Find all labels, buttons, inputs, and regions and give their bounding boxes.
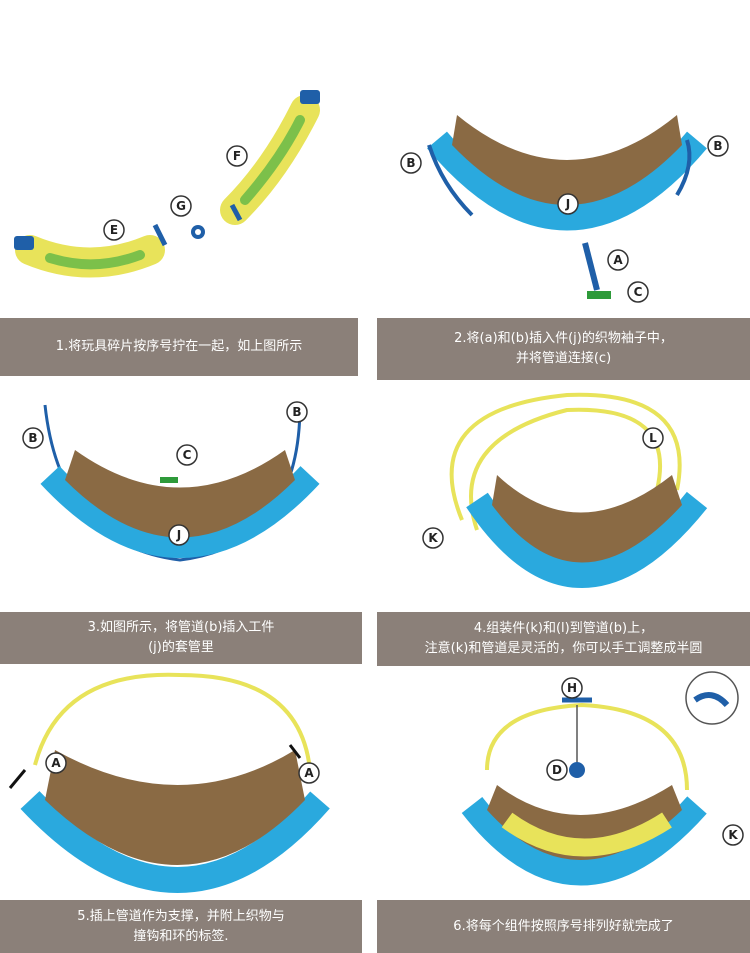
ball-d (569, 762, 585, 778)
step1-caption: 1.将玩具碎片按序号拧在一起，如上图所示 (0, 318, 358, 376)
label-k: K (428, 531, 438, 545)
fabric-j (65, 450, 295, 538)
arrow-left-icon (8, 769, 27, 789)
pipe-yellow (33, 672, 312, 771)
step4-caption-line1: 4.组装件(k)和(l)到管道(b)上， (473, 621, 654, 636)
label-b-right: B (713, 139, 722, 153)
tube-blue-sleeve (466, 491, 708, 588)
label-e: E (110, 223, 118, 237)
tube-blue-sleeve (461, 796, 707, 886)
label-j: J (176, 528, 181, 542)
label-a: A (613, 253, 623, 267)
step3-illustration: B B C J (0, 385, 360, 610)
connector-c (587, 291, 611, 299)
step6-illustration: H D K (377, 670, 750, 895)
step5-caption: 5.插上管道作为支撑，并附上织物与 撞钩和环的标签. (0, 900, 362, 953)
fabric-j (452, 115, 682, 205)
label-a-left: A (51, 756, 61, 770)
step3-caption: 3.如图所示，将管道(b)插入工件 (j)的套管里 (0, 612, 362, 664)
connector-c (160, 477, 178, 483)
step4-illustration: L K (377, 380, 750, 608)
label-b-right: B (292, 405, 301, 419)
step5-caption-line2: 撞钩和环的标签. (133, 928, 229, 944)
label-j: J (565, 197, 570, 211)
fabric-j (492, 475, 682, 563)
pipe-a (582, 242, 600, 291)
step2-caption-line2: 并将管道连接(c) (515, 351, 612, 366)
label-k: K (728, 828, 738, 842)
label-h: H (567, 681, 577, 695)
step5-illustration: A A (0, 670, 362, 895)
label-b-left: B (406, 156, 415, 170)
step2-caption-line1: 2.将(a)和(b)插入件(j)的织物袖子中， (454, 331, 673, 346)
label-c: C (183, 448, 192, 462)
step4-caption: 4.组装件(k)和(l)到管道(b)上， 注意(k)和管道是灵活的，你可以手工调… (377, 612, 750, 666)
label-f: F (233, 149, 241, 163)
tube-blue-sleeve (20, 791, 330, 893)
step6-caption: 6.将每个组件按照序号排列好就完成了 (377, 900, 750, 953)
step2-caption: 2.将(a)和(b)插入件(j)的织物袖子中， 并将管道连接(c) (377, 318, 750, 380)
step6-caption-line1: 6.将每个组件按照序号排列好就完成了 (453, 918, 674, 934)
label-a-right: A (304, 766, 314, 780)
label-d: D (552, 763, 562, 777)
label-l: L (649, 431, 657, 445)
label-c: C (634, 285, 643, 299)
step1-caption-line1: 1.将玩具碎片按序号拧在一起，如上图所示 (55, 339, 303, 354)
arrow-right-icon (288, 744, 302, 759)
step4-caption-line2: 注意(k)和管道是灵活的，你可以手工调整成半圆 (424, 641, 703, 656)
step1-illustration: E F G (0, 60, 360, 315)
step2-illustration: B B J A C (377, 95, 750, 315)
step3-caption-line1: 3.如图所示，将管道(b)插入工件 (87, 620, 275, 635)
pipe-yellow (485, 702, 689, 791)
fabric-j (45, 750, 305, 865)
tube-yellow (501, 812, 672, 857)
step5-caption-line1: 5.插上管道作为支撑，并附上织物与 (77, 908, 285, 924)
label-g: G (176, 199, 186, 213)
tube-blue-sleeve (427, 131, 707, 231)
pipe-k (449, 392, 682, 521)
label-b-left: B (28, 431, 37, 445)
step3-caption-line2: (j)的套管里 (148, 640, 214, 655)
